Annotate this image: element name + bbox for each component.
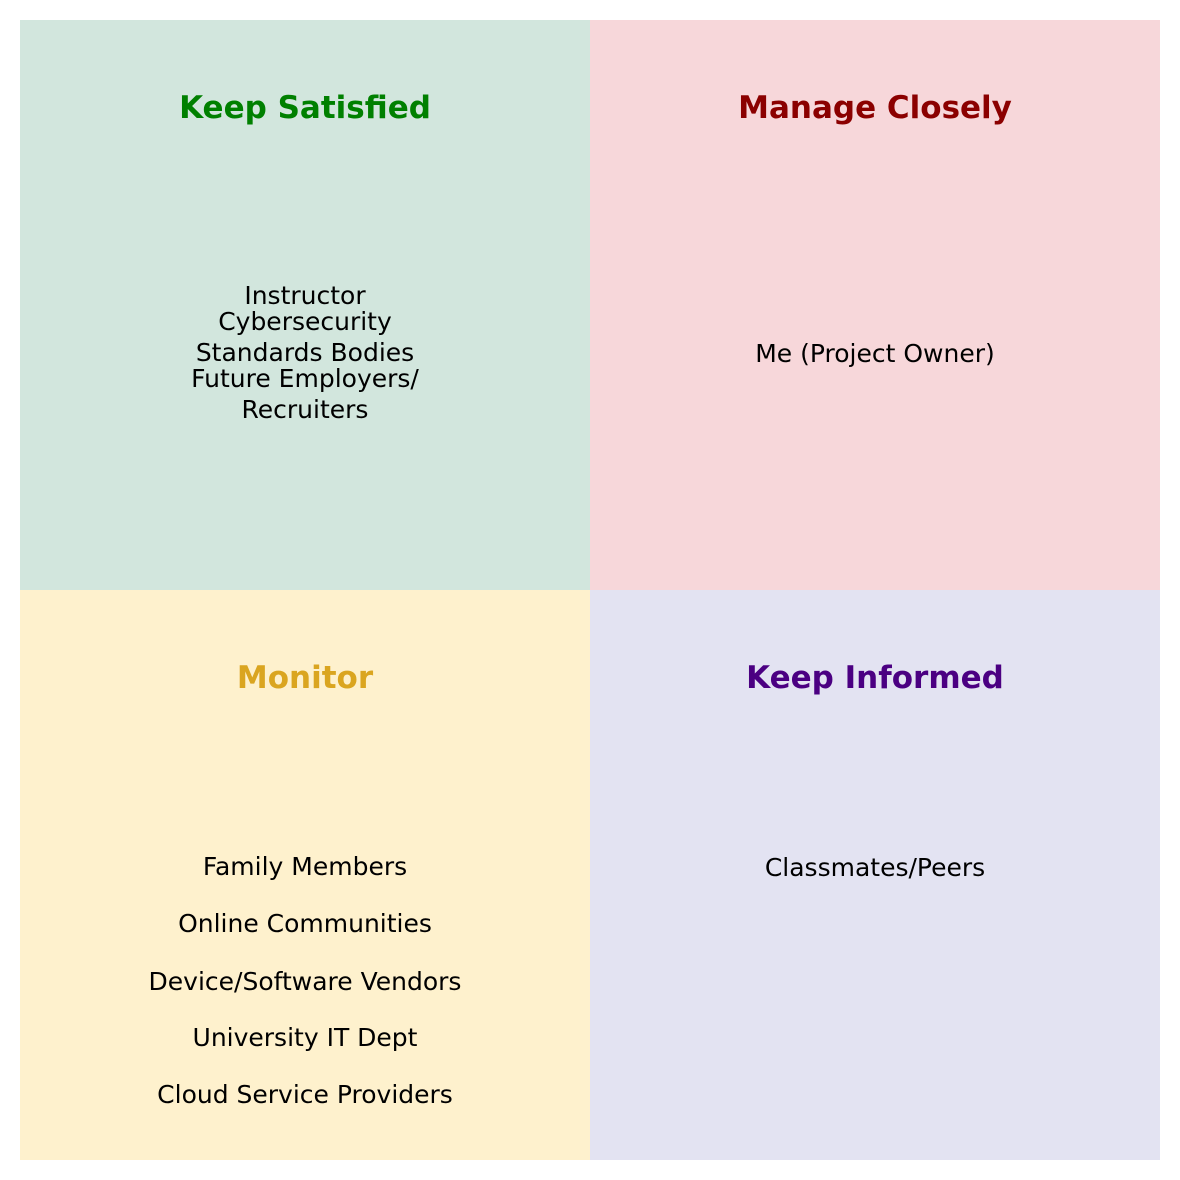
stakeholder-item: Classmates/Peers: [764, 853, 986, 882]
stakeholder-item: Family Members: [202, 852, 408, 881]
stakeholder-item: Future Employers/Recruiters: [191, 364, 419, 424]
quadrant-title: Keep Informed: [746, 660, 1004, 696]
quadrant-title: Monitor: [236, 660, 374, 696]
stakeholder-item: University IT Dept: [192, 1023, 418, 1052]
quadrant-keep-informed: Keep Informed Classmates/Peers: [590, 590, 1160, 1160]
quadrant-manage-closely: Manage Closely Me (Project Owner): [590, 20, 1160, 590]
quadrant-title: Keep Satisfied: [179, 90, 431, 126]
quadrant-title: Manage Closely: [738, 90, 1012, 126]
stakeholder-item: Instructor: [244, 281, 366, 310]
stakeholder-item: Device/Software Vendors: [148, 967, 462, 996]
stakeholder-item: Online Communities: [178, 909, 432, 938]
stakeholder-item: Cloud Service Providers: [157, 1080, 453, 1109]
quadrant-monitor: Monitor Family Members Online Communitie…: [20, 590, 590, 1160]
stakeholder-item: Me (Project Owner): [755, 339, 995, 368]
